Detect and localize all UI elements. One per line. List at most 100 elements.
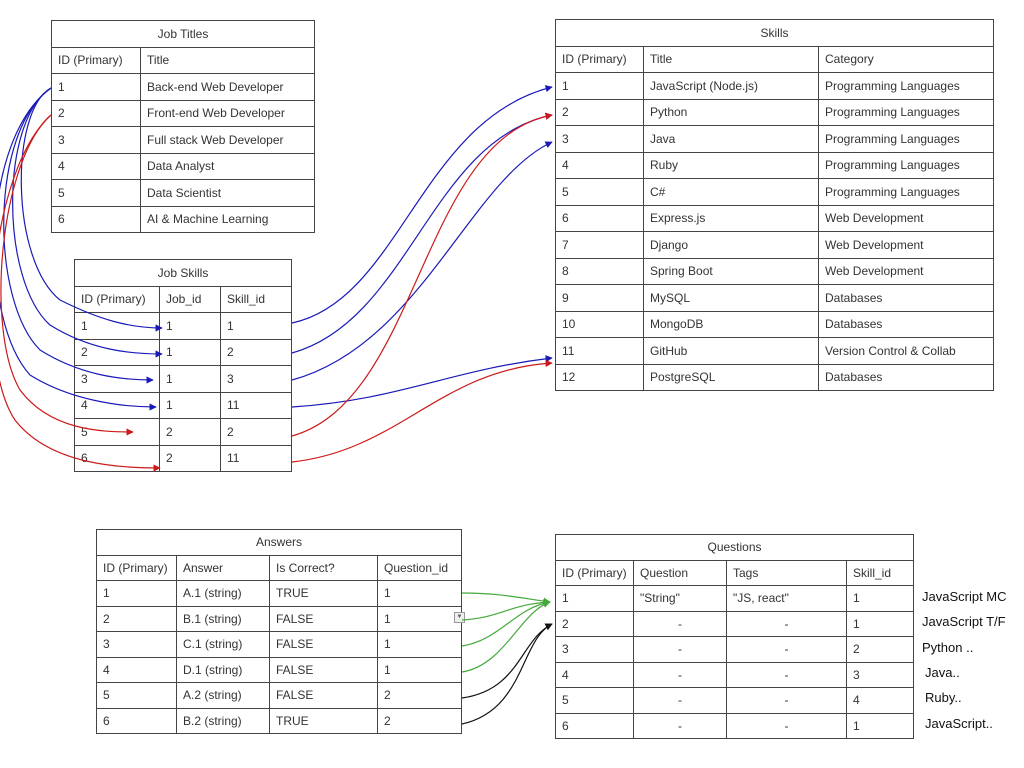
- table-cell: Programming Languages: [818, 72, 994, 100]
- table-cell: GitHub: [643, 337, 819, 365]
- table-cell: 1: [377, 656, 462, 683]
- table-cell: 1: [51, 73, 141, 101]
- table-cell: 1: [159, 338, 221, 366]
- table-caption: Skills: [555, 19, 994, 47]
- table-cell: 5: [74, 418, 160, 446]
- table-row: 6--1: [555, 712, 914, 739]
- table-cell: 2: [555, 610, 634, 637]
- connector-skill-2b: [291, 112, 553, 437]
- table-cell: "JS, react": [726, 585, 847, 612]
- question-note: JavaScript T/F: [922, 614, 1006, 629]
- column-header: ID (Primary): [555, 45, 644, 73]
- table-cell: 4: [846, 687, 914, 714]
- table-cell: MongoDB: [643, 310, 819, 338]
- table-cell: Programming Languages: [818, 178, 994, 206]
- table-cell: 2: [159, 444, 221, 472]
- table-cell: Web Development: [818, 257, 994, 285]
- table-cell: 6: [51, 205, 141, 233]
- table-cell: 1: [74, 312, 160, 340]
- table-caption: Job Titles: [51, 20, 315, 48]
- connector-skill-11b: [291, 359, 553, 463]
- question-note: Java..: [925, 665, 960, 680]
- table-cell: 4: [555, 151, 644, 179]
- table-row: 1"String""JS, react"1: [555, 585, 914, 612]
- table-cell: 1: [159, 365, 221, 393]
- table-cell: 1: [846, 712, 914, 739]
- table-cell: 2: [220, 418, 292, 446]
- table-caption: Answers: [96, 529, 462, 556]
- table-cell: 6: [96, 707, 177, 734]
- table-cell: 1: [555, 72, 644, 100]
- column-header: Job_id: [159, 285, 221, 313]
- column-header: ID (Primary): [555, 559, 634, 586]
- table-cell: 7: [555, 231, 644, 259]
- table-cell: Programming Languages: [818, 151, 994, 179]
- table-cell: Express.js: [643, 204, 819, 232]
- table-cell: 2: [51, 99, 141, 127]
- table-cell: 3: [74, 365, 160, 393]
- table-cell: Version Control & Collab: [818, 337, 994, 365]
- question-note: JavaScript MC: [922, 589, 1007, 604]
- table-cell: 5: [555, 178, 644, 206]
- column-header: Title: [643, 45, 819, 73]
- table-cell: 2: [74, 338, 160, 366]
- table-cell: -: [726, 610, 847, 637]
- table-cell: Ruby: [643, 151, 819, 179]
- table-cell: Web Development: [818, 231, 994, 259]
- table-cell: 2: [159, 418, 221, 446]
- column-header: Tags: [726, 559, 847, 586]
- table-cell: 11: [220, 391, 292, 419]
- table-cell: 1: [846, 610, 914, 637]
- table-row: 5--4: [555, 687, 914, 714]
- table-cell: 5: [555, 687, 634, 714]
- table-caption: Job Skills: [74, 259, 292, 287]
- table-cell: -: [633, 661, 727, 688]
- table-cell: 3: [555, 636, 634, 663]
- table-caption: Questions: [555, 534, 914, 561]
- table-cell: A.1 (string): [176, 580, 270, 607]
- column-header: ID (Primary): [96, 554, 177, 581]
- table-cell: -: [726, 687, 847, 714]
- connector-skill-2: [291, 112, 553, 354]
- column-header: Is Correct?: [269, 554, 378, 581]
- table-cell: FALSE: [269, 682, 378, 709]
- table-cell: 11: [220, 444, 292, 472]
- table-row: 3--2: [555, 636, 914, 663]
- table-cell: 6: [555, 204, 644, 232]
- table-cell: PostgreSQL: [643, 363, 819, 391]
- table-cell: 3: [96, 631, 177, 658]
- table-cell: A.2 (string): [176, 682, 270, 709]
- table-cell: Databases: [818, 363, 994, 391]
- answers-table: Answers ID (Primary) Answer Is Correct? …: [96, 529, 462, 734]
- table-cell: 4: [51, 152, 141, 180]
- table-cell: FALSE: [269, 605, 378, 632]
- connector-answer-5: [461, 623, 553, 699]
- job-skills-table: Job Skills ID (Primary) Job_id Skill_id …: [74, 259, 292, 472]
- table-cell: 3: [555, 125, 644, 153]
- table-cell: 3: [51, 126, 141, 154]
- table-cell: -: [633, 687, 727, 714]
- table-cell: D.1 (string): [176, 656, 270, 683]
- table-cell: C#: [643, 178, 819, 206]
- dropdown-arrow-icon[interactable]: ▼: [454, 612, 465, 623]
- column-header: Category: [818, 45, 994, 73]
- table-cell: 2: [220, 338, 292, 366]
- table-cell: 1: [555, 585, 634, 612]
- connector-answer-2: [461, 598, 551, 621]
- connector-skill-1: [291, 85, 553, 324]
- table-cell: Programming Languages: [818, 98, 994, 126]
- table-cell: 2: [555, 98, 644, 126]
